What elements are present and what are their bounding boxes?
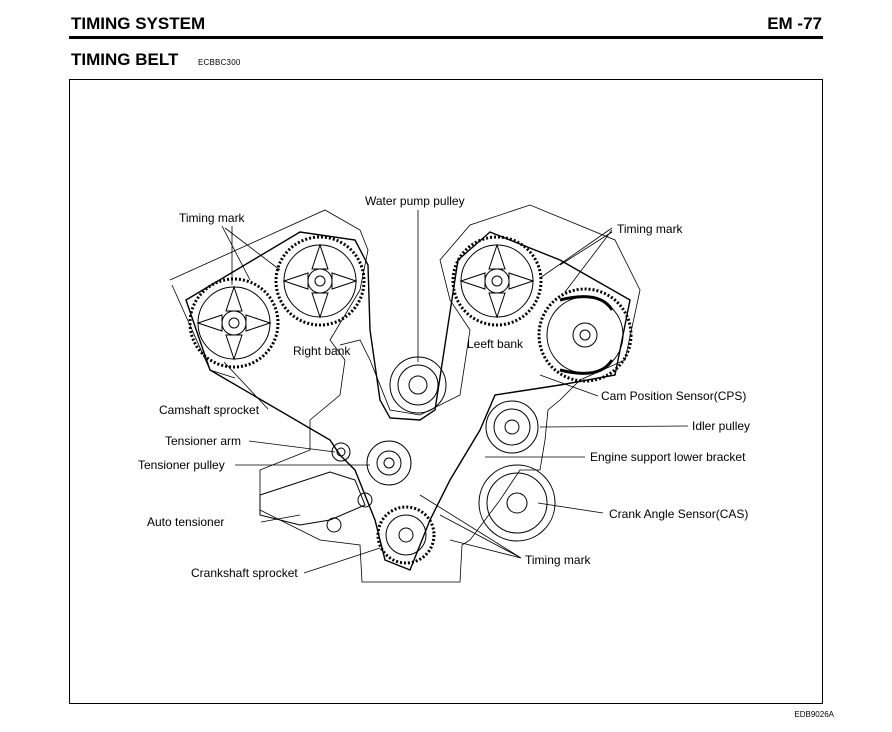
camshaft-sprocket-left-bank-rear xyxy=(537,287,633,383)
label-left-bank: Leeft bank xyxy=(467,337,524,351)
figure-frame xyxy=(69,79,823,704)
label-timing-mark-left: Timing mark xyxy=(179,211,245,225)
page-number: EM -77 xyxy=(767,14,822,33)
camshaft-sprocket-left-bank-front xyxy=(451,235,543,327)
label-right-bank: Right bank xyxy=(293,344,351,358)
leader-lines xyxy=(221,210,689,574)
camshaft-sprocket-right-bank-rear xyxy=(274,235,366,327)
label-engine-support-lower-bracket: Engine support lower bracket xyxy=(590,450,746,464)
timing-belt xyxy=(185,231,631,571)
label-timing-mark-right: Timing mark xyxy=(617,222,683,236)
subsection-title: TIMING BELT xyxy=(71,50,179,69)
label-timing-mark-bottom: Timing mark xyxy=(525,553,591,567)
figure-code: EDB9026A xyxy=(794,710,834,719)
crankshaft-sprocket xyxy=(376,505,436,565)
tensioner-pulley xyxy=(331,440,412,486)
camshaft-sprocket-right-bank-front xyxy=(188,277,280,369)
engine-outline xyxy=(169,204,641,583)
idler-pulley xyxy=(485,400,539,454)
label-auto-tensioner: Auto tensioner xyxy=(147,515,225,529)
label-crank-angle-sensor: Crank Angle Sensor(CAS) xyxy=(609,507,749,521)
header-rule xyxy=(69,36,823,39)
label-water-pump-pulley: Water pump pulley xyxy=(365,194,465,208)
water-pump-pulley xyxy=(389,356,447,414)
label-cam-position-sensor: Cam Position Sensor(CPS) xyxy=(601,389,747,403)
auto-tensioner xyxy=(259,471,373,533)
label-idler-pulley: Idler pulley xyxy=(692,419,751,433)
label-tensioner-pulley: Tensioner pulley xyxy=(138,458,225,472)
label-crankshaft-sprocket: Crankshaft sprocket xyxy=(191,566,298,580)
label-tensioner-arm: Tensioner arm xyxy=(165,434,242,448)
section-title: TIMING SYSTEM xyxy=(71,14,206,33)
subsection-code: ECBBC300 xyxy=(198,58,241,67)
crank-angle-sensor-wheel xyxy=(478,464,556,542)
label-camshaft-sprocket: Camshaft sprocket xyxy=(159,403,260,417)
